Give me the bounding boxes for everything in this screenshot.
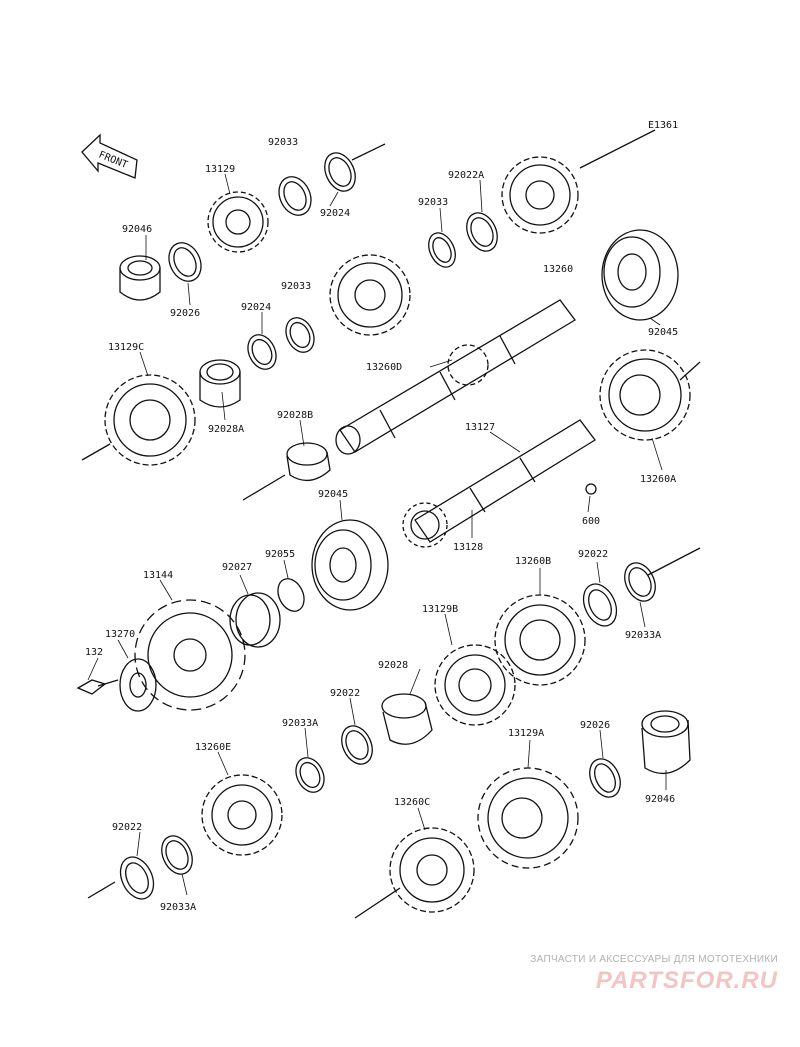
part-92028-bushing (381, 693, 433, 745)
part-92033A-right (624, 562, 656, 602)
part-13260B-gear (494, 594, 586, 686)
axis-lines (81, 129, 701, 919)
part-13260D-shaft (335, 299, 576, 455)
diagram-ref-label: E1361 (648, 120, 678, 131)
label-92024-mid: 92024 (241, 302, 271, 313)
part-92055-circlip (277, 578, 305, 612)
part-92022-right (582, 583, 618, 627)
label-92046-top: 92046 (122, 224, 152, 235)
label-13260E: 13260E (195, 742, 231, 753)
part-600-ball (585, 483, 597, 495)
label-92046-bot: 92046 (645, 794, 675, 805)
label-13127: 13127 (465, 422, 495, 433)
part-13144-sprocket (134, 599, 246, 711)
part-13129A-gear (477, 767, 579, 869)
watermark-tagline: ЗАПЧАСТИ И АКСЕССУАРЫ ДЛЯ МОТОТЕХНИКИ (530, 954, 778, 965)
part-92022A (466, 212, 498, 252)
watermark-logo: PARTSFOR.RU (595, 967, 778, 994)
part-13128-gear (402, 502, 448, 548)
part-13260A-gear (599, 349, 691, 441)
label-13129: 13129 (205, 164, 235, 175)
part-92024-top (324, 152, 356, 192)
part-labels: E1361 FRONT 92033 13129 92024 92046 9202… (85, 120, 678, 913)
label-13260: 13260 (543, 264, 573, 275)
part-92024-mid (247, 334, 277, 370)
part-132-bolt (76, 679, 119, 695)
part-13260E-gear (201, 774, 283, 856)
label-92033-top: 92033 (268, 137, 298, 148)
part-13260-bearing (601, 229, 679, 321)
part-92033-top (278, 176, 312, 216)
part-92026-bot (589, 758, 621, 798)
watermark: ЗАПЧАСТИ И АКСЕССУАРЫ ДЛЯ МОТОТЕХНИКИ PA… (530, 954, 778, 995)
label-13260C: 13260C (394, 797, 430, 808)
parts-drawing (76, 129, 701, 919)
label-92045-top: 92045 (648, 327, 678, 338)
label-92026-bot: 92026 (580, 720, 610, 731)
part-92045-bearing-mid (311, 519, 389, 611)
label-13129A: 13129A (508, 728, 544, 739)
label-132: 132 (85, 647, 103, 658)
label-92026-top: 92026 (170, 308, 200, 319)
leader-lines (87, 173, 667, 896)
part-92028B-bushing (286, 442, 331, 482)
part-92022-mid (341, 725, 373, 765)
label-92022-right: 92022 (578, 549, 608, 560)
part-13129B-gear (434, 644, 516, 726)
label-92045-mid: 92045 (318, 489, 348, 500)
label-92033-left: 92033 (281, 281, 311, 292)
part-13127-shaft (414, 419, 596, 543)
label-13270: 13270 (105, 629, 135, 640)
part-13270-plate (119, 658, 157, 712)
label-600: 600 (582, 516, 600, 527)
label-92055: 92055 (265, 549, 295, 560)
label-92028B: 92028B (277, 410, 313, 421)
front-direction-arrow (81, 133, 138, 179)
part-92022-bot (119, 856, 155, 900)
part-92026-top (168, 242, 202, 282)
part-92046-bot (641, 710, 691, 775)
label-92028A: 92028A (208, 424, 244, 435)
part-92033A-bot (161, 835, 193, 875)
part-13260-gear-top (501, 156, 579, 234)
label-92033-mid: 92033 (418, 197, 448, 208)
part-92046-top (119, 255, 161, 301)
label-13260D: 13260D (366, 362, 402, 373)
label-92033A-right: 92033A (625, 630, 661, 641)
part-13260C-gear (389, 827, 475, 913)
label-92022-mid: 92022 (330, 688, 360, 699)
label-92033A-mid: 92033A (282, 718, 318, 729)
label-92022-bot: 92022 (112, 822, 142, 833)
part-92033-mid (428, 232, 456, 268)
part-92028A-bushing (199, 359, 241, 408)
label-13144: 13144 (143, 570, 173, 581)
label-92022A: 92022A (448, 170, 484, 181)
label-13129C: 13129C (108, 342, 144, 353)
part-13129C-gear (104, 374, 196, 466)
label-92024-top: 92024 (320, 208, 350, 219)
label-13260A: 13260A (640, 474, 676, 485)
label-13260B: 13260B (515, 556, 551, 567)
label-92027: 92027 (222, 562, 252, 573)
part-13260-dual-gear (329, 254, 411, 336)
label-92028: 92028 (378, 660, 408, 671)
part-92027-collar (229, 592, 281, 648)
part-92033A-mid (295, 757, 325, 793)
label-13128: 13128 (453, 542, 483, 553)
front-label: FRONT (97, 150, 129, 171)
label-92033A-bot: 92033A (160, 902, 196, 913)
part-13129-gear (207, 191, 269, 253)
part-92033-left (285, 317, 315, 353)
label-13129B: 13129B (422, 604, 458, 615)
